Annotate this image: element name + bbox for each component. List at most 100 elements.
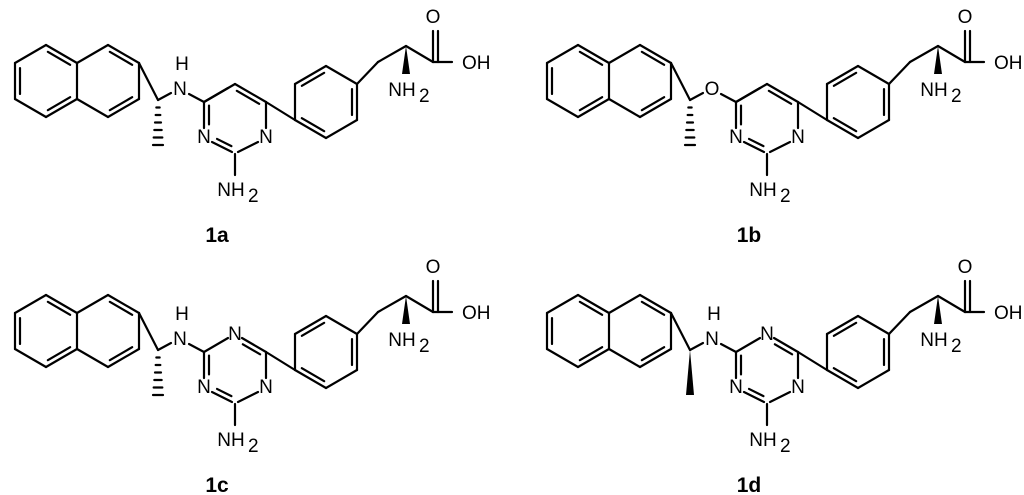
hydroxyl-label: OH bbox=[462, 53, 491, 74]
bond bbox=[607, 347, 642, 369]
bond bbox=[719, 92, 738, 104]
double-bond bbox=[108, 50, 134, 66]
bond bbox=[856, 314, 891, 336]
double-bond bbox=[640, 50, 666, 66]
alpha-amine-subscript: 2 bbox=[419, 336, 430, 357]
alpha-amine-label: NH bbox=[388, 330, 415, 351]
hydroxyl-label: OH bbox=[462, 303, 491, 324]
bond bbox=[825, 118, 860, 140]
ring-nitrogen-label: N bbox=[259, 377, 273, 398]
bond bbox=[44, 347, 79, 369]
bond bbox=[936, 44, 967, 64]
linker-hydrogen-label: H bbox=[707, 304, 721, 325]
bond bbox=[607, 293, 642, 315]
double-bond bbox=[747, 137, 765, 148]
amine-subscript: 2 bbox=[248, 186, 259, 207]
double-bond bbox=[108, 96, 134, 112]
alpha-amine-subscript: 2 bbox=[951, 336, 962, 357]
bond bbox=[240, 336, 268, 354]
bond bbox=[887, 310, 912, 336]
carbonyl-oxygen-label: O bbox=[958, 7, 973, 28]
bond bbox=[210, 140, 234, 154]
ring-nitrogen-label: N bbox=[197, 377, 211, 398]
bond bbox=[772, 336, 800, 354]
bond bbox=[936, 294, 967, 314]
bond bbox=[106, 43, 141, 65]
bond bbox=[293, 64, 328, 86]
bond bbox=[856, 64, 891, 86]
bond bbox=[825, 368, 860, 390]
compound-label: 1a bbox=[205, 224, 229, 247]
bond bbox=[137, 311, 160, 352]
double-bond bbox=[235, 89, 261, 105]
bond bbox=[376, 294, 408, 314]
wedge-bond bbox=[402, 296, 410, 324]
bond bbox=[768, 140, 792, 154]
hashed-bond bbox=[683, 106, 697, 147]
bond bbox=[293, 314, 328, 336]
bond bbox=[264, 100, 297, 122]
bond bbox=[825, 64, 860, 86]
amine-label: NH bbox=[749, 180, 776, 201]
bond bbox=[404, 44, 435, 64]
bond bbox=[825, 314, 860, 336]
linker-hydrogen-label: H bbox=[175, 304, 189, 325]
bond bbox=[545, 97, 580, 119]
double-bond bbox=[832, 71, 858, 87]
carbonyl-oxygen-label: O bbox=[426, 257, 441, 278]
linker-hydrogen-label: H bbox=[175, 54, 189, 75]
alpha-amine-subscript: 2 bbox=[951, 86, 962, 107]
bond bbox=[324, 368, 359, 390]
alpha-amine-label: NH bbox=[388, 80, 415, 101]
bond bbox=[13, 43, 48, 65]
amine-label: NH bbox=[217, 430, 244, 451]
bond bbox=[137, 61, 160, 102]
bond bbox=[545, 293, 580, 315]
hashed-bond bbox=[151, 106, 165, 147]
bond bbox=[355, 310, 380, 336]
double-bond bbox=[46, 346, 72, 362]
bond bbox=[669, 311, 692, 352]
bond bbox=[638, 43, 673, 65]
bond bbox=[607, 97, 642, 119]
double-bond bbox=[300, 321, 326, 337]
double-bond bbox=[215, 137, 233, 148]
hashed-bond bbox=[151, 356, 165, 397]
bond bbox=[75, 347, 110, 369]
bond bbox=[719, 342, 738, 354]
bond bbox=[887, 60, 912, 86]
double-bond bbox=[46, 50, 72, 66]
bond bbox=[293, 118, 328, 140]
ring-nitrogen-label: N bbox=[791, 127, 805, 148]
bond bbox=[545, 43, 580, 65]
double-bond bbox=[640, 300, 666, 316]
bond bbox=[355, 60, 380, 86]
bond bbox=[688, 341, 705, 352]
bond bbox=[545, 347, 580, 369]
ring-nitrogen-label: N bbox=[729, 127, 743, 148]
ring-nitrogen-label: N bbox=[228, 324, 242, 345]
double-bond bbox=[640, 346, 666, 362]
bond bbox=[796, 350, 829, 372]
wedge-bond bbox=[934, 46, 942, 74]
double-bond bbox=[300, 367, 326, 383]
double-bond bbox=[215, 387, 233, 398]
double-bond bbox=[773, 343, 794, 356]
ring-nitrogen-label: N bbox=[791, 377, 805, 398]
bond bbox=[768, 390, 792, 404]
double-bond bbox=[640, 96, 666, 112]
carbonyl-oxygen-label: O bbox=[958, 257, 973, 278]
bond bbox=[324, 64, 359, 86]
ring-nitrogen-label: N bbox=[729, 377, 743, 398]
compound-label: 1d bbox=[737, 474, 762, 495]
bond bbox=[13, 97, 48, 119]
bond bbox=[576, 347, 611, 369]
bond bbox=[187, 342, 206, 354]
bond bbox=[202, 82, 237, 104]
bond bbox=[106, 347, 141, 369]
compound-label: 1c bbox=[205, 474, 229, 495]
linker-atom-label: N bbox=[173, 79, 187, 100]
bond bbox=[734, 336, 762, 354]
